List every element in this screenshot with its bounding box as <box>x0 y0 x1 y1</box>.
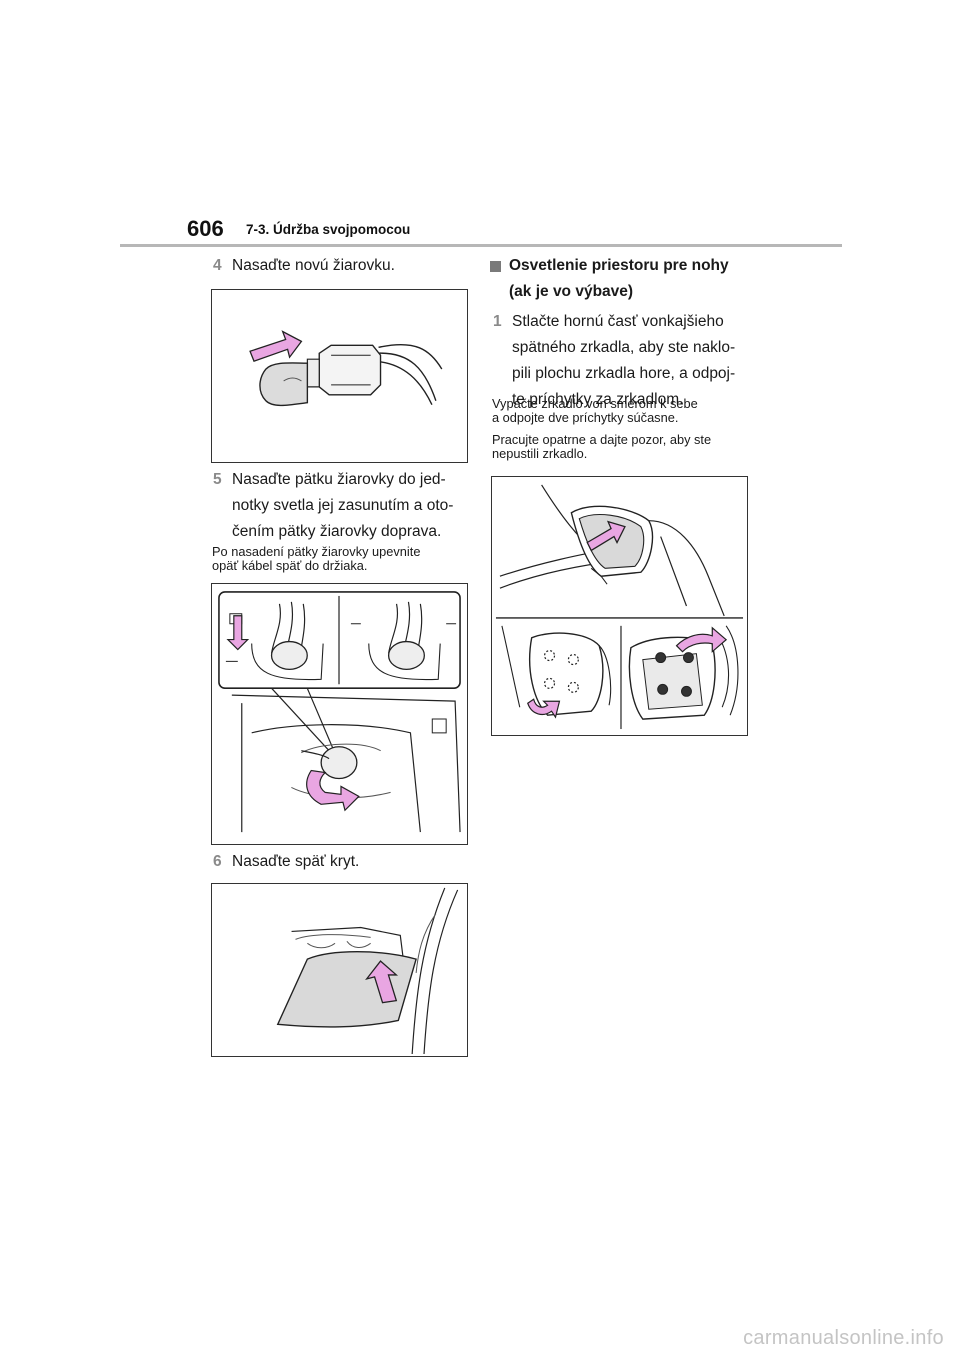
step-1: 1 Stlačte hornú časť vonkajšieho spätnéh… <box>493 309 736 413</box>
section-heading-line-2: (ak je vo výbave) <box>509 283 634 300</box>
bulb-insert-illustration <box>211 289 468 463</box>
section-heading-line-1: Osvetlenie priestoru pre nohy <box>509 257 729 274</box>
header-rule <box>120 244 842 247</box>
bulb-insert-icon <box>249 330 443 407</box>
step-5-line-1: Nasaďte pätku žiarovky do jed- <box>232 471 446 488</box>
step-1-note-1: Vypáčte zrkadlo von smerom k sebe a odpo… <box>492 397 698 425</box>
step-4: 4 Nasaďte novú žiarovku. <box>213 253 395 279</box>
mirror-clip-illustration <box>491 476 748 736</box>
step-1-note-1-line-2: a odpojte dve príchytky súčasne. <box>492 410 679 425</box>
step-1-note-2-line-1: Pracujte opatrne a dajte pozor, aby ste <box>492 432 712 447</box>
step-4-number: 4 <box>213 257 222 274</box>
step-1-line-3: pili plochu zrkadla hore, a odpoj- <box>512 365 736 382</box>
step-5-line-2: notky svetla jej zasunutím a oto- <box>232 497 454 514</box>
mirror-clip-icon <box>495 484 744 730</box>
step-1-note-2-line-2: nepustili zrkadlo. <box>492 446 588 461</box>
step-5-note-line-2: opäť kábel späť do držiaka. <box>212 558 368 573</box>
section-bullet-icon <box>490 261 501 272</box>
step-5-line-3: čením pätky žiarovky doprava. <box>232 523 442 540</box>
cover-refit-illustration <box>211 883 468 1057</box>
page-number: 606 <box>187 216 224 241</box>
section-title: 7-3. Údržba svojpomocou <box>246 222 411 237</box>
step-6-text: Nasaďte späť kryt. <box>232 853 360 870</box>
step-6-number: 6 <box>213 853 222 870</box>
step-1-number: 1 <box>493 313 502 330</box>
section-heading: Osvetlenie priestoru pre nohy (ak je vo … <box>490 253 729 305</box>
cover-refit-icon <box>276 887 459 1055</box>
watermark: carmanualsonline.info <box>743 1327 944 1349</box>
step-5-number: 5 <box>213 471 222 488</box>
step-5-note: Po nasadení pätky žiarovky upevnite opäť… <box>212 545 420 573</box>
step-1-note-1-line-1: Vypáčte zrkadlo von smerom k sebe <box>492 396 698 411</box>
step-5: 5 Nasaďte pätku žiarovky do jed- notky s… <box>213 467 454 545</box>
step-1-line-2: spätného zrkadla, aby ste naklo- <box>512 339 736 356</box>
bulb-base-rotate-icon <box>218 591 461 833</box>
bulb-base-rotate-illustration <box>211 583 468 845</box>
step-6: 6 Nasaďte späť kryt. <box>213 849 360 875</box>
step-1-line-4: te príchytky za zrkadlom. <box>512 391 684 408</box>
step-1-note-2: Pracujte opatrne a dajte pozor, aby ste … <box>492 433 711 461</box>
step-1-line-1: Stlačte hornú časť vonkajšieho <box>512 313 724 330</box>
step-5-note-line-1: Po nasadení pätky žiarovky upevnite <box>212 544 421 559</box>
step-4-text: Nasaďte novú žiarovku. <box>232 257 395 274</box>
